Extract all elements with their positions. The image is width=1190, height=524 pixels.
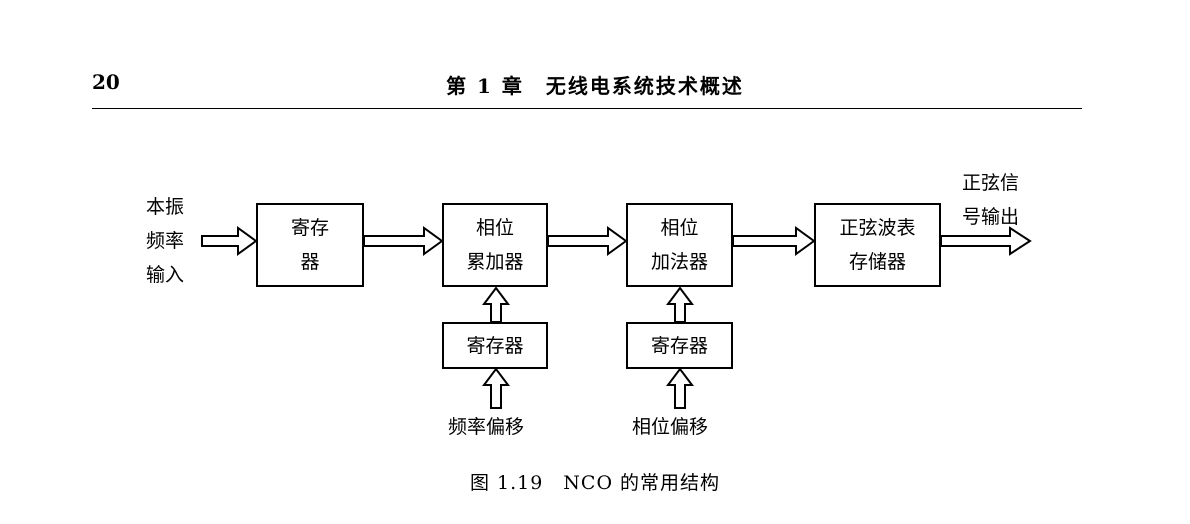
phase-accumulator-line-1: 相位 (475, 217, 514, 239)
sine-table-line-1: 正弦波表 (839, 217, 916, 239)
register-1-line-1: 寄存 (290, 217, 329, 239)
arrow-register-to-accumulator (363, 226, 444, 256)
arrow-output (940, 226, 1032, 256)
phase-accumulator-line-2: 累加器 (466, 251, 524, 273)
freq-register-label: 寄存器 (466, 334, 524, 357)
freq-offset-label: 频率偏移 (448, 416, 525, 438)
input-label: 本振 频率 输入 (146, 190, 184, 292)
freq-register-box: 寄存器 (442, 322, 548, 369)
arrow-freqreg-to-accumulator (482, 286, 510, 323)
input-label-line-2: 频率 (146, 230, 185, 252)
page-number: 20 (92, 70, 120, 94)
arrow-adder-to-sinetable (732, 226, 816, 256)
arrow-accumulator-to-adder (547, 226, 628, 256)
register-1-line-2: 器 (300, 251, 320, 273)
input-label-line-1: 本振 (146, 196, 185, 218)
input-label-line-3: 输入 (146, 264, 185, 286)
phase-accumulator-box: 相位 累加器 (442, 203, 548, 287)
phase-register-box: 寄存器 (626, 322, 733, 369)
phase-adder-line-1: 相位 (660, 217, 699, 239)
register-box-1: 寄存 器 (256, 203, 364, 287)
output-label-line-2: 号输出 (962, 206, 1020, 228)
arrow-input-to-register (201, 226, 258, 256)
phase-offset-label: 相位偏移 (632, 416, 709, 438)
sine-table-box: 正弦波表 存储器 (814, 203, 941, 287)
figure-caption: 图 1.19 NCO 的常用结构 (469, 472, 721, 494)
chapter-title: 第 1 章 无线电系统技术概述 (446, 74, 744, 98)
output-label: 正弦信 号输出 (962, 166, 1019, 234)
phase-adder-box: 相位 加法器 (626, 203, 733, 287)
phase-register-label: 寄存器 (650, 334, 708, 357)
header-rule (92, 108, 1082, 109)
arrow-phaseoffset-to-register (666, 367, 694, 409)
arrow-freqoffset-to-register (482, 367, 510, 409)
arrow-phasereg-to-adder (666, 286, 694, 323)
sine-table-line-2: 存储器 (848, 251, 906, 273)
phase-adder-line-2: 加法器 (650, 251, 708, 273)
output-label-line-1: 正弦信 (962, 172, 1020, 194)
